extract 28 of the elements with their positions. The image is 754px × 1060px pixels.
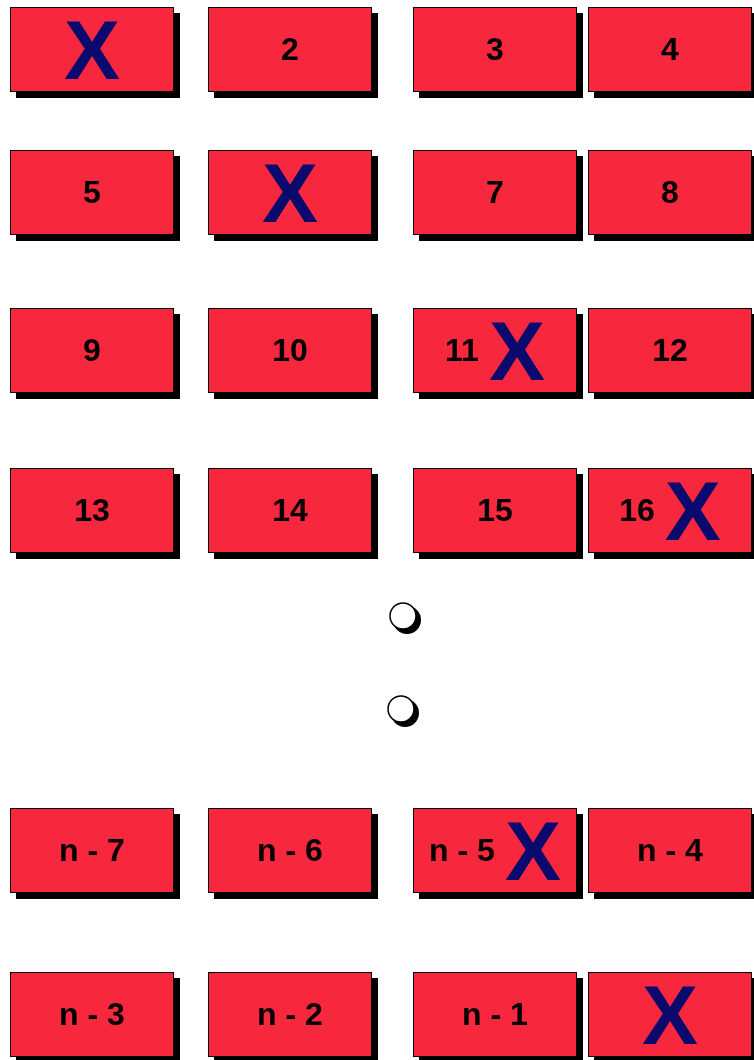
box-number: 16 — [619, 492, 655, 529]
box-number: n - 5 — [429, 832, 495, 869]
box-number: n - 6 — [257, 832, 323, 869]
cross-mark: X — [642, 976, 698, 1053]
box-number: n - 4 — [637, 832, 703, 869]
box-number: 2 — [281, 31, 299, 68]
box-number: 4 — [661, 31, 679, 68]
box-number: 14 — [272, 492, 308, 529]
box-number: 5 — [83, 174, 101, 211]
box-number: 9 — [83, 332, 101, 369]
cross-mark: X — [488, 312, 545, 389]
cross-mark: X — [64, 11, 120, 88]
box-number: 3 — [486, 31, 504, 68]
box-number: 8 — [661, 174, 679, 211]
box-number: 12 — [652, 332, 688, 369]
box-number: n - 2 — [257, 996, 323, 1033]
box-number: 13 — [74, 492, 110, 529]
cross-mark: X — [262, 154, 318, 231]
box-number: 11 — [445, 332, 479, 369]
box-number: n - 1 — [462, 996, 528, 1033]
cross-mark: X — [664, 472, 721, 549]
box-number: n - 3 — [59, 996, 125, 1033]
box-number: 15 — [477, 492, 513, 529]
box-number: 10 — [272, 332, 308, 369]
number-box — [588, 972, 752, 1057]
box-number: 7 — [486, 174, 504, 211]
box-number: n - 7 — [59, 832, 125, 869]
cross-mark: X — [504, 812, 561, 889]
